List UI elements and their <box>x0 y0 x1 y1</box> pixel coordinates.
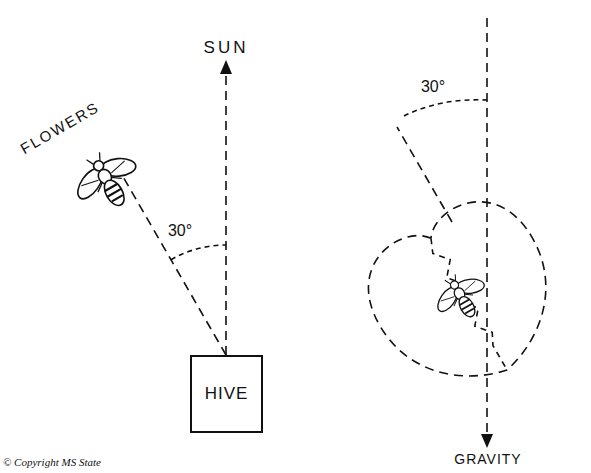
angle-arc <box>171 245 226 260</box>
copyright-notice: © Copyright MS State <box>3 456 101 468</box>
hive-box: HIVE <box>190 355 263 433</box>
waggle-dance-path <box>347 182 583 414</box>
sun-direction-line <box>225 70 227 355</box>
dance-direction-line <box>397 127 452 222</box>
arrowhead <box>220 60 232 74</box>
sun-label: SUN <box>204 39 249 58</box>
angle-label: 30° <box>168 222 192 240</box>
flowers-label: FLOWERS <box>18 99 103 157</box>
box-label: HIVE <box>205 384 249 404</box>
arrowhead <box>481 434 493 448</box>
flower-direction-line <box>118 168 226 355</box>
angle-label: 30° <box>421 78 445 96</box>
gravity-label: GRAVITY <box>454 452 521 467</box>
angle-arc <box>404 100 487 116</box>
bee-figure <box>425 263 497 331</box>
bee-figure <box>62 138 152 223</box>
